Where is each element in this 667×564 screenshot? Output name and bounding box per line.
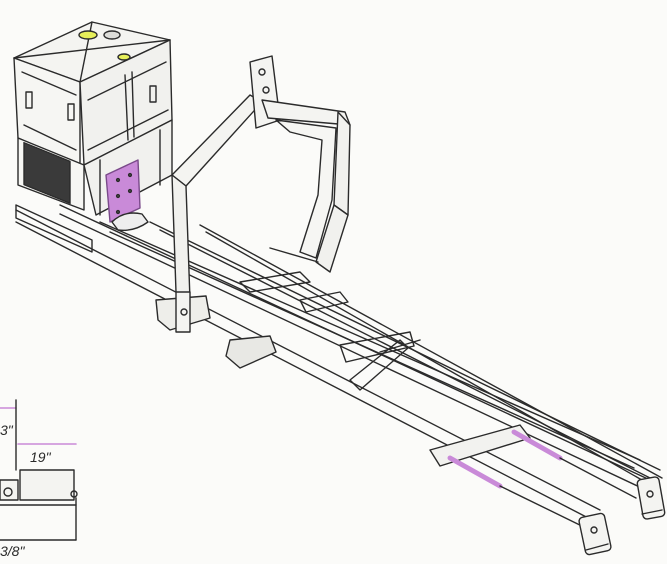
dimension-label-middle: 19" bbox=[30, 449, 51, 465]
rear-beams bbox=[429, 424, 637, 531]
hook-plate bbox=[105, 159, 149, 232]
rear-roller-left bbox=[578, 512, 612, 556]
dimension-label-top: 3" bbox=[0, 422, 13, 438]
main-rails bbox=[15, 204, 663, 523]
hook-arm-frame bbox=[155, 55, 351, 333]
tank-housing bbox=[13, 21, 173, 166]
cross-members bbox=[225, 271, 421, 391]
rear-roller-right bbox=[636, 476, 666, 520]
dimension-inset bbox=[0, 399, 78, 541]
dimension-label-bottom: 3/8" bbox=[0, 543, 25, 559]
